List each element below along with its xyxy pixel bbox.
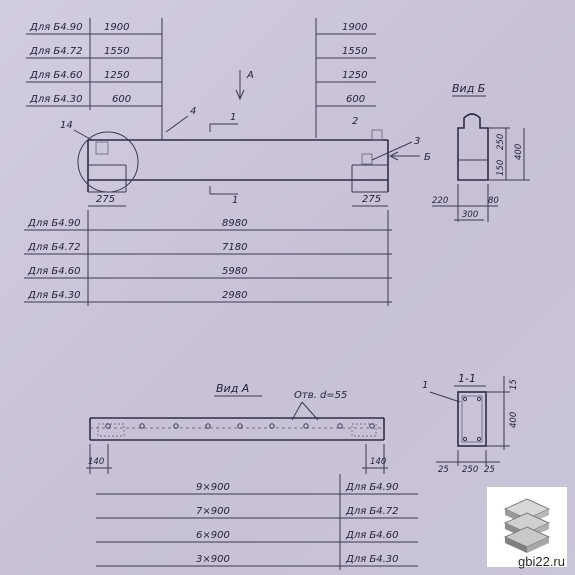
callout-4: 4 xyxy=(190,106,196,117)
spacing-value-1: 9×900 xyxy=(196,482,230,493)
length-value-2: 7180 xyxy=(222,242,247,253)
top-right-value-2: 1550 xyxy=(342,46,367,57)
view-a-end-right: 140 xyxy=(370,457,386,467)
beam-elevation: 14 4 1 1 2 3 Б 275 275 xyxy=(60,106,431,207)
end-dim-right: 275 xyxy=(362,194,381,205)
view-b-title: Вид Б xyxy=(452,82,485,95)
callout-14: 14 xyxy=(60,120,73,131)
section-mark-top: 1 xyxy=(230,112,236,123)
spacing-value-2: 7×900 xyxy=(196,506,230,517)
top-left-value-2: 1550 xyxy=(104,46,129,57)
section-dim-25-right: 25 xyxy=(484,465,495,475)
spacing-label-4: Для Б4.30 xyxy=(345,554,399,565)
view-b-dim-400: 400 xyxy=(514,144,524,160)
top-right-table: 1900 1550 1250 600 xyxy=(315,18,376,138)
view-a-arrow: А xyxy=(235,70,254,101)
section-dim-400: 400 xyxy=(509,412,519,428)
view-a-end-left: 140 xyxy=(88,457,104,467)
section-mark-bottom: 1 xyxy=(232,195,238,206)
section-dim-250: 250 xyxy=(462,465,478,475)
length-label-2: Для Б4.72 xyxy=(27,242,81,253)
top-left-label-4: Для Б4.30 xyxy=(29,94,83,105)
top-right-value-1: 1900 xyxy=(342,22,367,33)
spacing-table: 9×900 Для Б4.90 7×900 Для Б4.72 6×900 Дл… xyxy=(96,474,418,570)
section-dim-15: 15 xyxy=(509,379,519,390)
section-dim-25-left: 25 xyxy=(438,465,449,475)
spacing-value-3: 6×900 xyxy=(196,530,230,541)
length-value-4: 2980 xyxy=(222,290,247,301)
spacing-label-3: Для Б4.60 xyxy=(345,530,399,541)
length-label-4: Для Б4.30 xyxy=(27,290,81,301)
top-left-label-2: Для Б4.72 xyxy=(29,46,83,57)
view-b-dim-150: 150 xyxy=(496,160,506,176)
spacing-label-1: Для Б4.90 xyxy=(345,482,399,493)
length-value-3: 5980 xyxy=(222,266,247,277)
callout-b: Б xyxy=(424,152,431,163)
view-b: Вид Б 400 250 150 220 80 300 xyxy=(432,82,530,222)
top-right-value-3: 1250 xyxy=(342,70,367,81)
section-callout-1: 1 xyxy=(422,380,428,391)
brand-text: gbi22.ru xyxy=(518,554,565,569)
length-table: Для Б4.90 8980 Для Б4.72 7180 Для Б4.60 … xyxy=(24,210,392,306)
end-dim-left: 275 xyxy=(96,194,115,205)
top-left-value-1: 1900 xyxy=(104,22,129,33)
view-a-title: Вид А xyxy=(216,382,249,395)
section-1-1: 1-1 1 15 400 25 250 25 xyxy=(422,372,519,475)
view-b-dim-220: 220 xyxy=(432,196,448,206)
top-left-value-3: 1250 xyxy=(104,70,129,81)
view-b-dim-300: 300 xyxy=(462,210,478,220)
length-label-1: Для Б4.90 xyxy=(27,218,81,229)
view-a-holes-label: Отв. d=55 xyxy=(294,390,347,401)
top-left-label-1: Для Б4.90 xyxy=(29,22,83,33)
callout-3: 3 xyxy=(414,136,420,147)
top-left-label-3: Для Б4.60 xyxy=(29,70,83,81)
spacing-label-2: Для Б4.72 xyxy=(345,506,399,517)
view-a: Вид А Отв. d=55 140 140 xyxy=(86,382,388,474)
callout-2: 2 xyxy=(352,116,358,127)
stacked-slabs-icon xyxy=(487,487,567,567)
top-left-table: Для Б4.90 1900 Для Б4.72 1550 Для Б4.60 … xyxy=(26,18,163,140)
length-value-1: 8980 xyxy=(222,218,247,229)
view-b-dim-80: 80 xyxy=(488,196,499,206)
spacing-value-4: 3×900 xyxy=(196,554,230,565)
view-b-dim-250: 250 xyxy=(496,134,506,150)
arrow-a-label: А xyxy=(246,70,254,81)
top-right-value-4: 600 xyxy=(346,94,365,105)
section-title: 1-1 xyxy=(458,372,476,385)
brand-logo xyxy=(487,487,567,567)
top-left-value-4: 600 xyxy=(112,94,131,105)
length-label-3: Для Б4.60 xyxy=(27,266,81,277)
